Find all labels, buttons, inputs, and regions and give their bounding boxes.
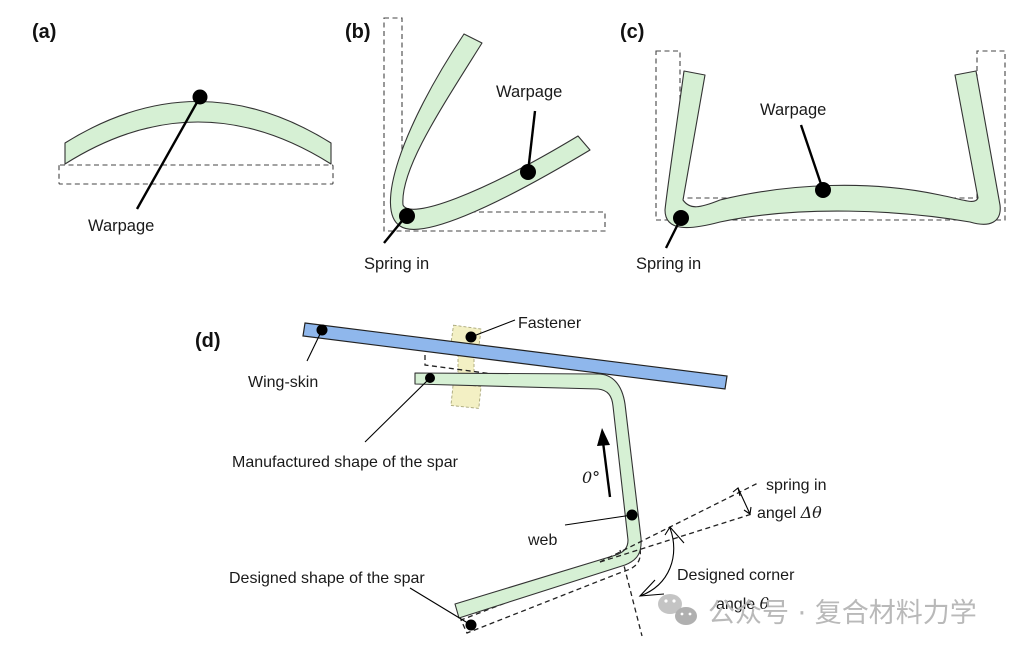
watermark: 公众号 · 复合材料力学 [658,594,977,629]
annotation-warpage-b: Warpage [496,83,562,101]
panel-a: (a) Warpage [32,21,334,235]
panel-label-a: (a) [32,21,56,43]
annotation-wing-skin: Wing-skin [248,374,318,391]
watermark-text: 公众号 · 复合材料力学 [708,598,977,629]
marker-wing-skin [316,324,328,336]
marker-designed-shape [465,619,477,631]
designed-corner-arrowhead-top [664,526,685,544]
zero-degree-direction-arrow [597,428,612,498]
panel-b: (b) Warpage Spring in [345,17,606,273]
panel-label-b: (b) [345,21,371,43]
annotation-spring-in-line2: angel Δθ [757,503,822,522]
warped-l-part-b [389,33,591,230]
annotation-zero-degree: 0° [582,468,600,487]
wechat-icon [658,594,697,625]
warped-plate-a [64,100,332,165]
annotation-designed-corner-line1: Designed corner [677,567,795,584]
panel-c: (c) Warpage Spring in [620,21,1006,273]
spring-in-angle-arc [737,487,751,515]
annotation-designed-corner-line2: angle θ [716,594,770,613]
marker-web [626,509,638,521]
panel-label-c: (c) [620,21,644,43]
marker-manufactured-shape [425,373,435,383]
leader-wing-skin [306,329,323,362]
wing-skin [302,322,728,390]
marker-warpage-b [520,164,536,180]
leader-warpage-b [526,110,537,173]
annotation-spring-in-prefix: angel [757,505,801,522]
spring-in-upper-line [599,482,759,563]
annotation-fastener: Fastener [518,315,582,332]
marker-warpage-c [815,182,831,198]
spring-in-arrowhead-top [732,487,741,497]
marker-fastener [465,331,477,343]
marker-spring-in-c [673,210,689,226]
annotation-spring-in-symbol: Δθ [800,503,823,522]
leader-fastener [470,319,516,338]
annotation-spring-in-c: Spring in [636,255,701,273]
leader-manufactured-shape [364,377,431,443]
warped-u-part-c [664,70,1001,229]
spring-in-lower-line [599,513,753,563]
annotation-designed-corner-symbol: θ [760,594,770,613]
annotation-designed-corner-prefix: angle [716,596,760,613]
zero-degree-arrow-shaft [601,441,612,498]
designed-l-shape-b [383,17,606,232]
marker-warpage-a [192,89,208,105]
annotation-designed-shape: Designed shape of the spar [229,570,425,587]
annotation-manufactured-shape: Manufactured shape of the spar [232,454,459,471]
designed-corner-angle-arc [639,527,675,597]
designed-web-extension-line [619,549,643,637]
annotation-web: web [527,532,557,549]
zero-degree-arrowhead [597,428,610,446]
annotation-warpage-c: Warpage [760,101,826,119]
annotation-warpage-a: Warpage [88,217,154,235]
annotation-spring-in-line1: spring in [766,477,826,494]
panel-d: (d) 0° Fastener [195,315,826,637]
designed-corner-arrowhead-bottom [638,579,665,597]
leader-warpage-a [135,96,202,210]
leader-web [564,514,633,526]
fastener-nut [450,383,482,409]
spring-in-arrowhead-bottom [743,506,752,515]
panel-label-d: (d) [195,330,221,352]
leader-warpage-c [799,124,825,191]
manufactured-spar [414,372,642,619]
designed-flat-shape-a [58,164,334,185]
marker-spring-in-b [399,208,415,224]
annotation-spring-in-b: Spring in [364,255,429,273]
leader-designed-shape [409,587,472,626]
